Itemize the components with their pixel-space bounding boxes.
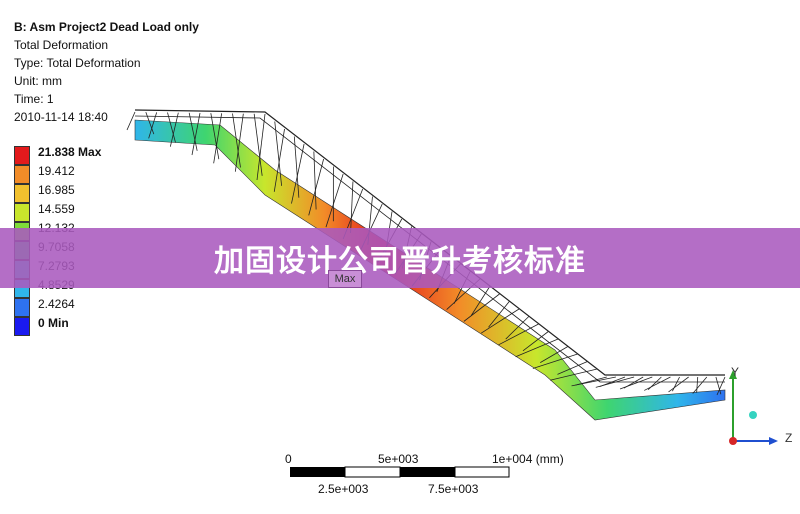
truss-member (213, 113, 223, 164)
truss-member (550, 368, 598, 381)
truss-member (145, 112, 155, 135)
truss-member (488, 301, 510, 328)
truss-member (232, 113, 241, 168)
y-axis-arrow (729, 370, 737, 379)
truss-member (210, 113, 220, 160)
truss-member (273, 128, 285, 192)
title-banner: 加固设计公司晋升考核标准 (0, 228, 800, 288)
truss-member (696, 376, 699, 393)
truss-member (498, 323, 539, 346)
legend-swatch (14, 165, 30, 184)
view-dot (749, 411, 757, 419)
max-marker[interactable]: Max (328, 270, 362, 288)
legend-label: 16.985 (38, 183, 75, 197)
truss-member (167, 112, 176, 143)
truss-member (313, 151, 317, 210)
truss-member (672, 376, 680, 392)
truss-member (571, 376, 616, 387)
truss-member (291, 143, 305, 204)
truss-member (644, 376, 671, 391)
result-info: B: Asm Project2 Dead Load only Total Def… (14, 18, 199, 126)
truss-member (715, 376, 722, 395)
truss-member (308, 158, 325, 216)
scale-label-0: 0 (285, 452, 292, 466)
truss-member (188, 112, 198, 151)
truss-member (325, 173, 344, 228)
truss-member (522, 331, 549, 352)
scale-bar: 0 5e+003 1e+004 (mm) 2.5e+003 7.5e+003 (280, 452, 580, 502)
result-name: Total Deformation (14, 38, 109, 52)
truss-member (126, 111, 136, 131)
truss-member (716, 376, 726, 396)
z-axis-label: Z (785, 431, 793, 445)
result-time: Time: 1 (14, 92, 54, 106)
banner-text: 加固设计公司晋升考核标准 (214, 244, 586, 279)
truss-member (350, 181, 354, 234)
truss-member (463, 293, 500, 322)
legend-label: 14.559 (38, 202, 75, 216)
legend-swatch (14, 184, 30, 203)
truss-member (515, 338, 559, 358)
truss-member (234, 113, 244, 172)
truss-member (619, 376, 653, 390)
truss-member (668, 376, 689, 393)
truss-member (557, 361, 588, 375)
truss-member (274, 121, 283, 186)
origin-dot (729, 437, 737, 445)
truss-member (480, 308, 520, 334)
truss-member (293, 136, 300, 198)
truss-member (253, 113, 263, 176)
legend-swatch (14, 146, 30, 165)
y-axis-label: Y (731, 365, 740, 379)
legend-label: 19.412 (38, 164, 75, 178)
legend-label: 2.4264 (38, 297, 75, 311)
scale-ruler (290, 466, 510, 478)
truss-member (595, 376, 635, 388)
result-timestamp: 2010-11-14 18:40 (14, 110, 108, 124)
result-type: Type: Total Deformation (14, 56, 141, 70)
truss-member (540, 346, 569, 363)
truss-member (505, 316, 530, 340)
result-title: B: Asm Project2 Dead Load only (14, 20, 199, 34)
z-axis-arrow (769, 437, 778, 445)
truss-member (169, 112, 179, 147)
truss-member (692, 376, 708, 394)
scale-label-1e4: 1e+004 (mm) (492, 452, 564, 466)
legend-swatch (14, 317, 30, 336)
legend-swatch (14, 298, 30, 317)
truss-member (532, 353, 578, 369)
legend-label: 0 Min (38, 316, 69, 330)
scale-label-5e3: 5e+003 (378, 452, 419, 466)
truss-member (470, 286, 491, 316)
result-unit: Unit: mm (14, 74, 62, 88)
scale-label-2-5e3: 2.5e+003 (318, 482, 369, 496)
legend-swatch (14, 203, 30, 222)
truss-member (191, 112, 201, 156)
scale-label-7-5e3: 7.5e+003 (428, 482, 479, 496)
truss-member (256, 113, 266, 181)
max-marker-label: Max (334, 273, 356, 285)
axis-triad[interactable]: Y Z (715, 365, 800, 455)
truss-member (148, 112, 158, 139)
legend-label: 21.838 Max (38, 145, 102, 159)
